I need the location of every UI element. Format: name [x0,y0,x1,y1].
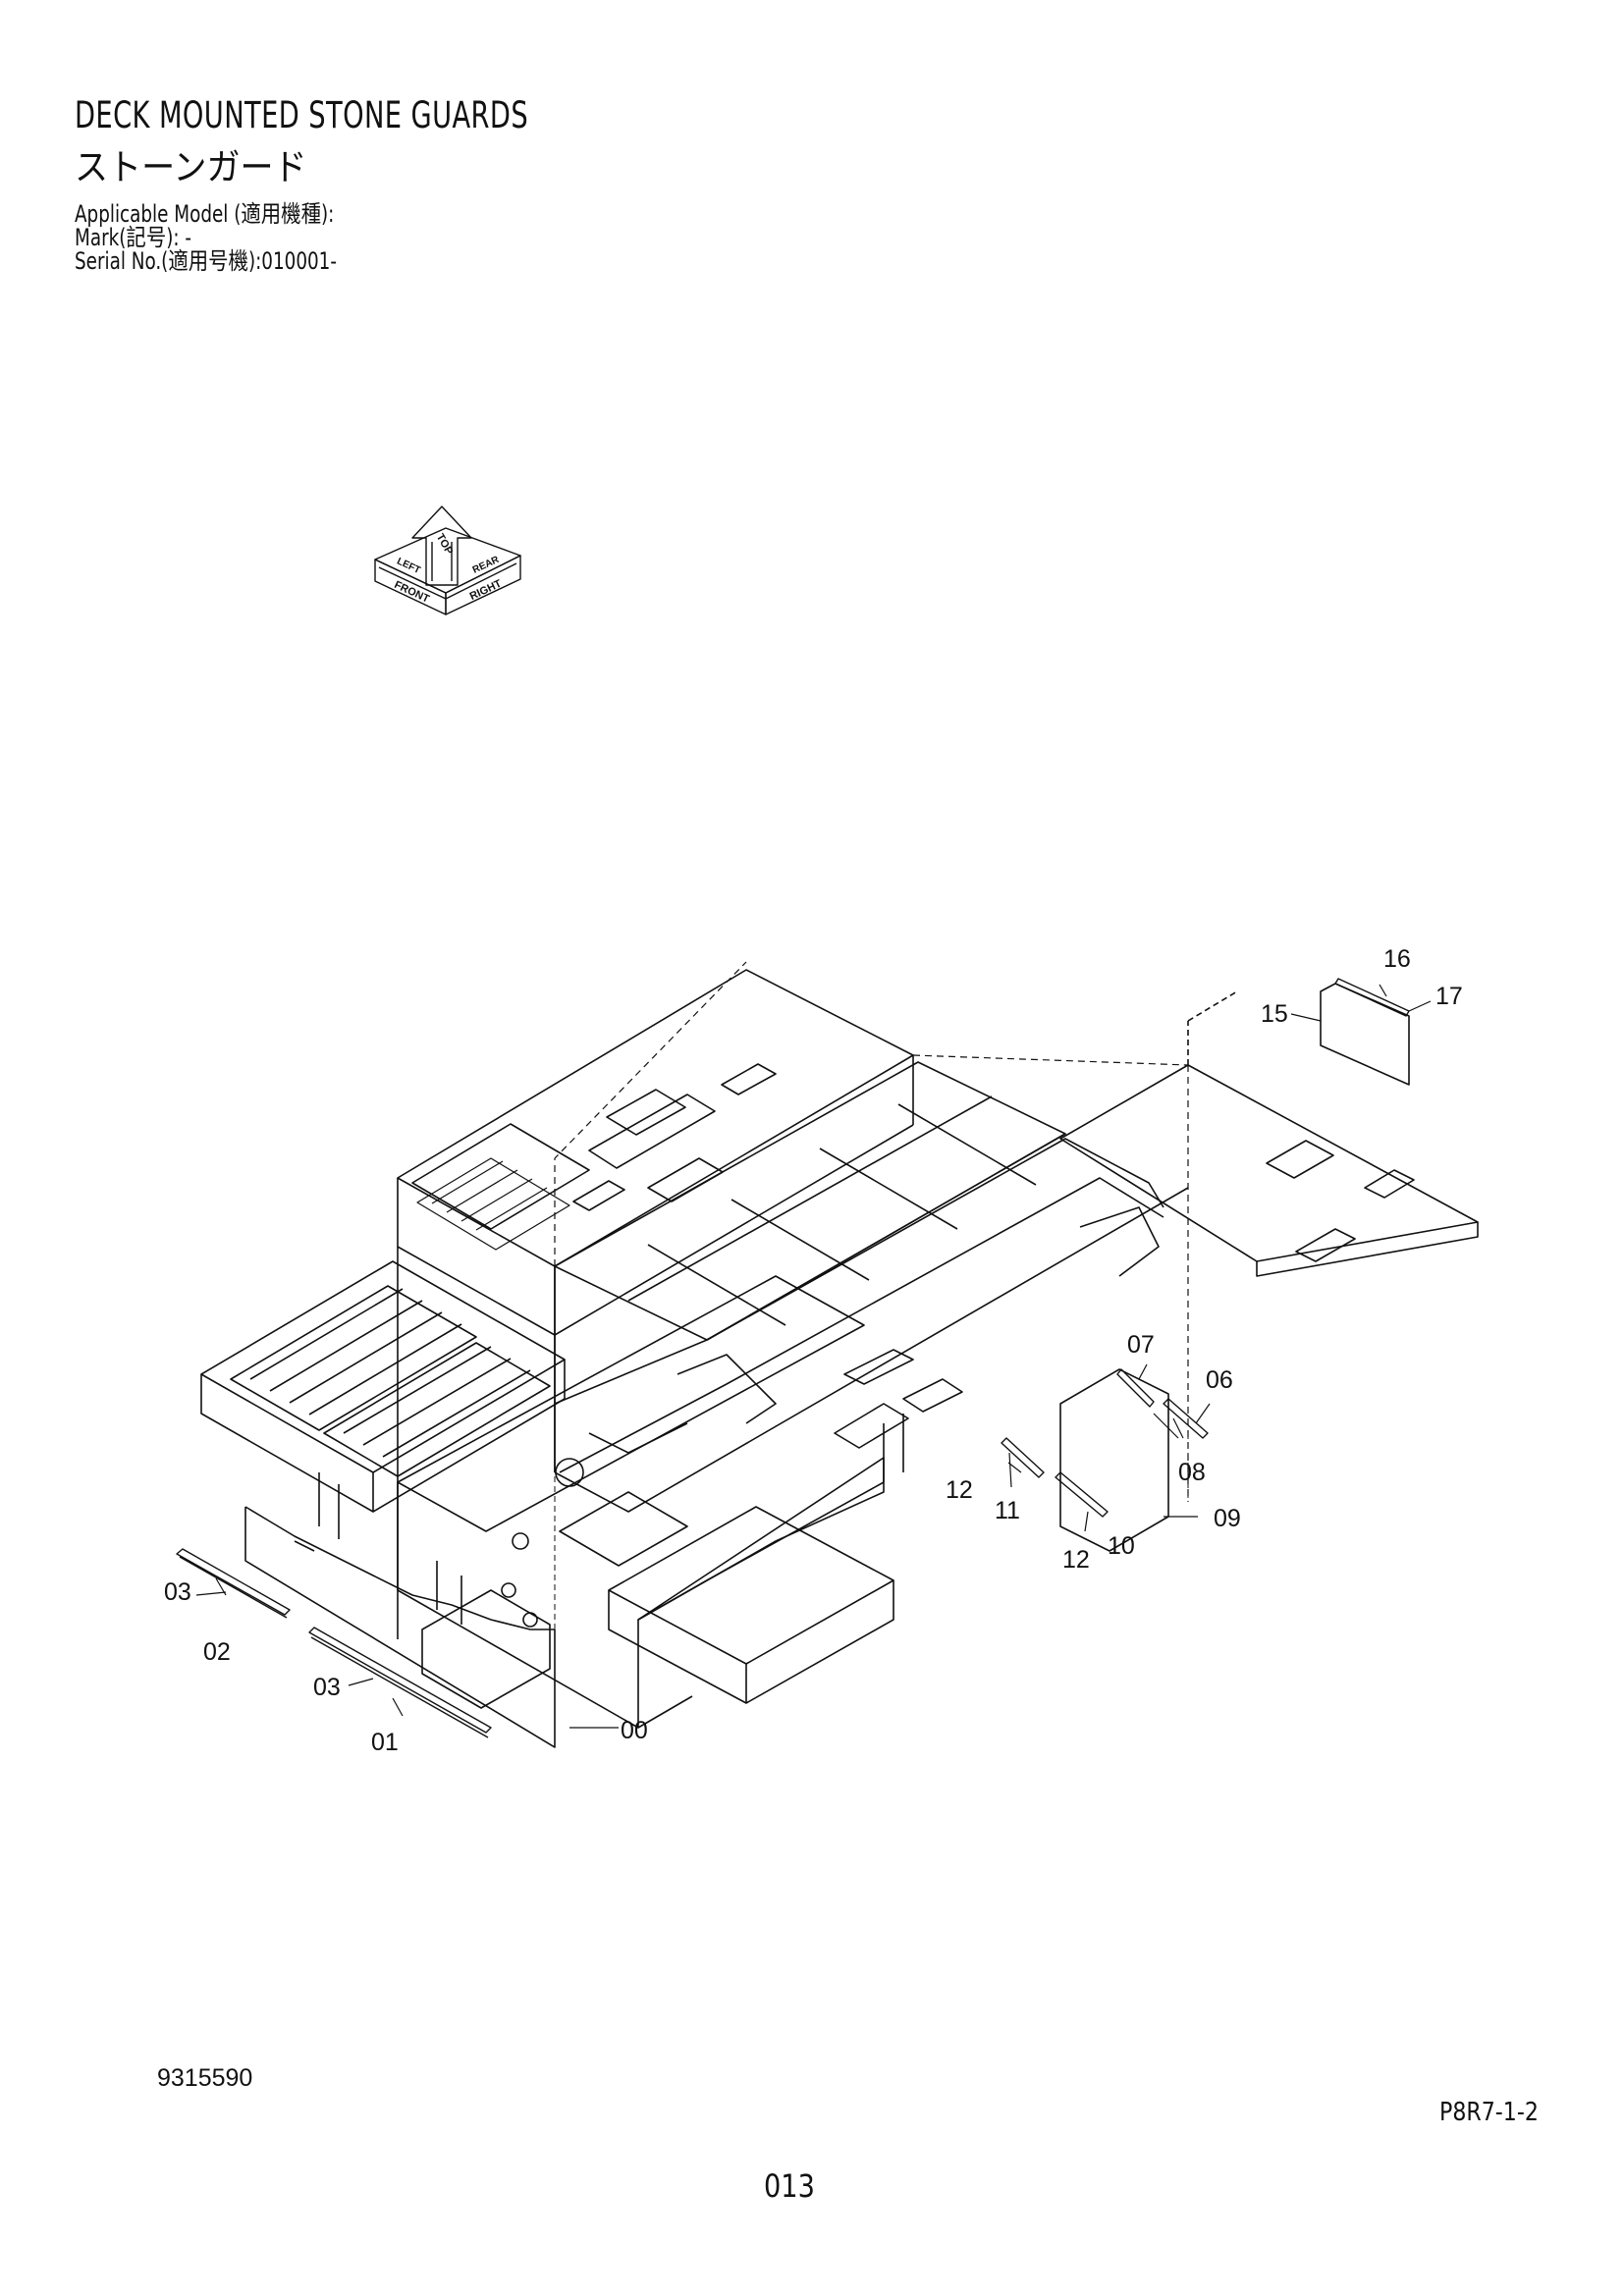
bracket-06 [1163,1398,1209,1439]
callout-15: 15 [1261,1000,1288,1028]
callout-16: 16 [1383,945,1411,973]
illustration-number: 9315590 [157,2064,253,2092]
callout-12b: 12 [1062,1546,1090,1574]
right-deck [1059,990,1479,1277]
bracket-11 [1001,1437,1045,1478]
upper-structure [397,969,914,1639]
leader-lines [195,984,1432,1729]
orientation-icon: TOP FRONT RIGHT LEFT REAR [374,506,521,615]
stone-guard-15 [1320,983,1410,1086]
bracket-01 [308,1627,492,1738]
callout-12a: 12 [946,1476,973,1504]
title-english: DECK MOUNTED STONE GUARDS [75,94,529,136]
bracket-10 [1055,1471,1109,1518]
orientation-label-right: RIGHT [468,577,504,602]
side-compartment [554,1061,1066,1472]
lower-box [421,1458,894,1709]
callout-01: 01 [371,1729,399,1756]
lower-tank [397,1275,885,1729]
stone-guard-00 [244,1506,556,1748]
orientation-label-left: LEFT [395,556,421,576]
callout-07: 07 [1127,1331,1155,1359]
model-info: Applicable Model (適用機種): Mark(記号): - Ser… [75,202,337,273]
title-japanese: ストーンガード [75,146,307,188]
callout-08: 08 [1178,1459,1206,1486]
callout-10: 10 [1108,1532,1135,1560]
bracket-07 [1116,1368,1155,1408]
callout-03b: 03 [313,1674,341,1701]
page-number: 013 [764,2167,815,2205]
main-frame [554,1138,1189,1513]
callout-02: 02 [203,1638,231,1666]
callout-09: 09 [1214,1505,1241,1532]
front-walkway [200,1260,566,1539]
stone-guard-09 [1059,1368,1169,1552]
alignment-lines [554,1433,1189,1629]
callout-17: 17 [1435,983,1463,1010]
callout-00: 00 [621,1717,648,1744]
callout-06: 06 [1206,1366,1233,1394]
mark: Mark(記号): - [75,224,192,251]
applicable-model: Applicable Model (適用機種): [75,200,335,228]
bracket-02 [176,1548,291,1619]
callout-11: 11 [995,1497,1020,1524]
callouts: 00 01 02 03 03 06 07 08 09 10 11 12 12 1… [164,945,1463,1756]
page-code: P8R7-1-2 [1439,2098,1539,2127]
frame-outline [554,961,1189,1502]
callout-03a: 03 [164,1578,191,1606]
grating-upper [416,1157,570,1251]
serial-number: Serial No.(適用号機):010001- [75,247,337,275]
